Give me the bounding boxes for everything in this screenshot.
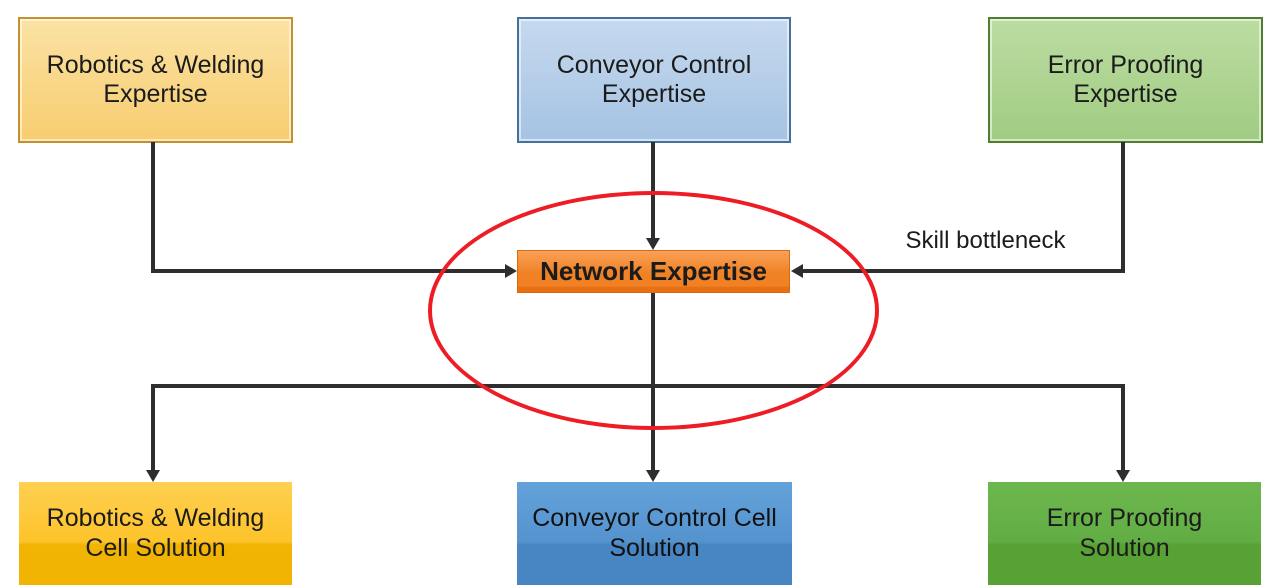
skill-bottleneck-annotation: Skill bottleneck — [905, 227, 1066, 254]
arrowhead-into-solution-right — [1116, 470, 1130, 482]
box-robotics-welding-cell-solution: Robotics & Welding Cell Solution — [19, 482, 292, 585]
box-error-proofing-solution: Error Proofing Solution — [988, 482, 1261, 585]
box-conveyor-control-cell-solution: Conveyor Control Cell Solution — [517, 482, 792, 585]
box-error-proofing-expertise-label: Error Proofing Expertise — [1047, 50, 1204, 109]
arrowhead-into-network-right — [791, 264, 803, 278]
connector-down-right — [1121, 384, 1125, 470]
connector-down-left — [151, 384, 155, 470]
box-robotics-welding-expertise: Robotics & Welding Expertise — [18, 17, 293, 143]
box-conveyor-control-expertise-label: Conveyor Control Expertise — [556, 50, 752, 109]
connector-middle-vertical — [651, 142, 655, 238]
box-error-proofing-expertise: Error Proofing Expertise — [988, 17, 1263, 143]
connector-left-horizontal — [151, 269, 505, 273]
arrowhead-into-network-top — [646, 238, 660, 250]
connector-distribution-horizontal — [151, 384, 1125, 388]
box-network-expertise-label: Network Expertise — [540, 256, 767, 287]
box-conveyor-control-expertise: Conveyor Control Expertise — [517, 17, 791, 143]
arrowhead-into-solution-middle — [646, 470, 660, 482]
arrowhead-into-solution-left — [146, 470, 160, 482]
connector-network-down — [651, 293, 655, 470]
box-robotics-welding-cell-solution-label: Robotics & Welding Cell Solution — [46, 504, 265, 562]
box-network-expertise: Network Expertise — [517, 250, 790, 293]
box-conveyor-control-cell-solution-label: Conveyor Control Cell Solution — [532, 504, 777, 562]
box-robotics-welding-expertise-label: Robotics & Welding Expertise — [46, 50, 265, 109]
connector-right-horizontal — [803, 269, 1125, 273]
connector-right-vertical — [1121, 142, 1125, 273]
box-error-proofing-solution-label: Error Proofing Solution — [1046, 504, 1203, 562]
arrowhead-into-network-left — [505, 264, 517, 278]
connector-left-vertical — [151, 142, 155, 273]
